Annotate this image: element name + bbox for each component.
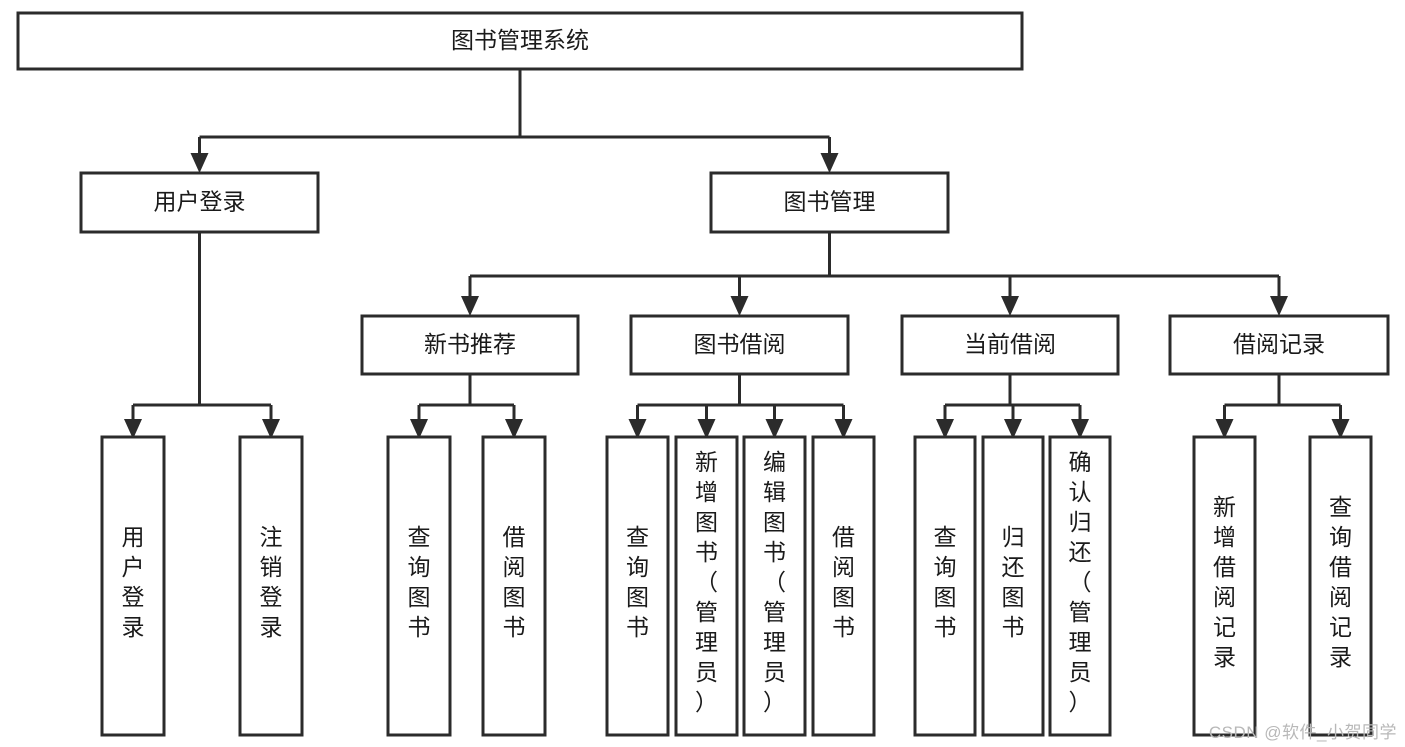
connector-arrow-icon: [697, 419, 716, 439]
node-leaf-6[interactable]: 编辑图书（管理员）: [742, 435, 807, 737]
node-leaf-0[interactable]: 用户登录: [100, 435, 166, 737]
node-leaf-8-rect: [913, 435, 977, 737]
node-leaf-4-label: 查询图书: [626, 524, 649, 640]
connector-arrow-icon: [730, 296, 749, 316]
node-leaf-10[interactable]: 确认归还（管理员）: [1048, 435, 1112, 737]
node-leaf-7-rect: [811, 435, 876, 737]
node-level3-1-label: 图书借阅: [694, 331, 786, 357]
node-leaf-11[interactable]: 新增借阅记录: [1192, 435, 1257, 737]
node-level3-1-rect: [629, 314, 850, 376]
node-level3-2[interactable]: 当前借阅: [900, 314, 1120, 376]
connector-arrow-icon: [124, 419, 142, 439]
node-leaf-1-rect: [238, 435, 304, 737]
connector-arrow-icon: [461, 296, 479, 316]
node-leaf-9[interactable]: 归还图书: [981, 435, 1045, 737]
node-leaf-3-label: 借阅图书: [503, 524, 526, 640]
node-leaf-9-label: 归还图书: [1002, 524, 1025, 640]
node-leaf-5-label: 新增图书（管理员）: [695, 449, 718, 715]
node-leaf-12-label: 查询借阅记录: [1329, 494, 1352, 670]
node-level3-3-rect: [1168, 314, 1390, 376]
connector-arrow-icon: [1071, 419, 1089, 439]
node-leaf-4[interactable]: 查询图书: [605, 435, 670, 737]
connector-layer: [124, 69, 1350, 439]
connector-arrow-icon: [1215, 419, 1234, 439]
node-level2-1-label: 图书管理: [784, 189, 876, 215]
node-root-system-label: 图书管理系统: [451, 27, 589, 53]
node-level2-1[interactable]: 图书管理: [709, 171, 950, 234]
node-layer: 图书管理系统用户登录图书管理新书推荐图书借阅当前借阅借阅记录用户登录注销登录查询…: [16, 11, 1390, 737]
connector-arrow-icon: [1331, 419, 1350, 439]
node-leaf-5[interactable]: 新增图书（管理员）: [674, 435, 739, 737]
node-leaf-5-rect: [674, 435, 739, 737]
node-leaf-11-rect: [1192, 435, 1257, 737]
node-leaf-6-label: 编辑图书（管理员）: [763, 449, 786, 715]
connector-arrow-icon: [628, 419, 647, 439]
node-level3-3[interactable]: 借阅记录: [1168, 314, 1390, 376]
node-leaf-0-label: 用户登录: [122, 524, 145, 640]
node-leaf-7-label: 借阅图书: [832, 524, 855, 640]
node-leaf-11-label: 新增借阅记录: [1213, 494, 1236, 670]
node-level2-0[interactable]: 用户登录: [79, 171, 320, 234]
node-root-system[interactable]: 图书管理系统: [16, 11, 1024, 71]
node-leaf-12-rect: [1308, 435, 1373, 737]
node-leaf-6-rect: [742, 435, 807, 737]
node-leaf-2-label: 查询图书: [408, 524, 431, 640]
node-level3-2-rect: [900, 314, 1120, 376]
node-level3-0[interactable]: 新书推荐: [360, 314, 580, 376]
connector-arrow-icon: [505, 419, 523, 439]
node-leaf-2[interactable]: 查询图书: [386, 435, 452, 737]
connector-arrow-icon: [262, 419, 280, 439]
connector-arrow-icon: [820, 153, 839, 173]
node-leaf-12[interactable]: 查询借阅记录: [1308, 435, 1373, 737]
node-leaf-8-label: 查询图书: [934, 524, 957, 640]
node-level3-2-label: 当前借阅: [964, 331, 1056, 357]
connector-arrow-icon: [1004, 419, 1022, 439]
node-level3-1[interactable]: 图书借阅: [629, 314, 850, 376]
node-level3-0-rect: [360, 314, 580, 376]
connector-arrow-icon: [1270, 296, 1288, 316]
node-leaf-3-rect: [481, 435, 547, 737]
node-level3-0-label: 新书推荐: [424, 331, 516, 357]
node-leaf-0-rect: [100, 435, 166, 737]
node-leaf-10-label: 确认归还（管理员）: [1069, 449, 1092, 715]
connector-arrow-icon: [410, 419, 428, 439]
node-level3-3-label: 借阅记录: [1233, 331, 1325, 357]
node-leaf-8[interactable]: 查询图书: [913, 435, 977, 737]
node-leaf-10-rect: [1048, 435, 1112, 737]
node-level2-1-rect: [709, 171, 950, 234]
connector-arrow-icon: [190, 153, 209, 173]
node-leaf-1-label: 注销登录: [260, 524, 283, 640]
node-leaf-4-rect: [605, 435, 670, 737]
connector-arrow-icon: [834, 419, 853, 439]
node-leaf-1[interactable]: 注销登录: [238, 435, 304, 737]
node-leaf-9-rect: [981, 435, 1045, 737]
node-leaf-2-rect: [386, 435, 452, 737]
watermark-label: CSDN @软件_小贺同学: [1208, 723, 1397, 742]
connector-arrow-icon: [936, 419, 954, 439]
connector-arrow-icon: [1001, 296, 1019, 316]
node-leaf-3[interactable]: 借阅图书: [481, 435, 547, 737]
connector-arrow-icon: [765, 419, 784, 439]
node-leaf-7[interactable]: 借阅图书: [811, 435, 876, 737]
node-root-system-rect: [16, 11, 1024, 71]
node-level2-0-rect: [79, 171, 320, 234]
node-level2-0-label: 用户登录: [154, 189, 246, 215]
